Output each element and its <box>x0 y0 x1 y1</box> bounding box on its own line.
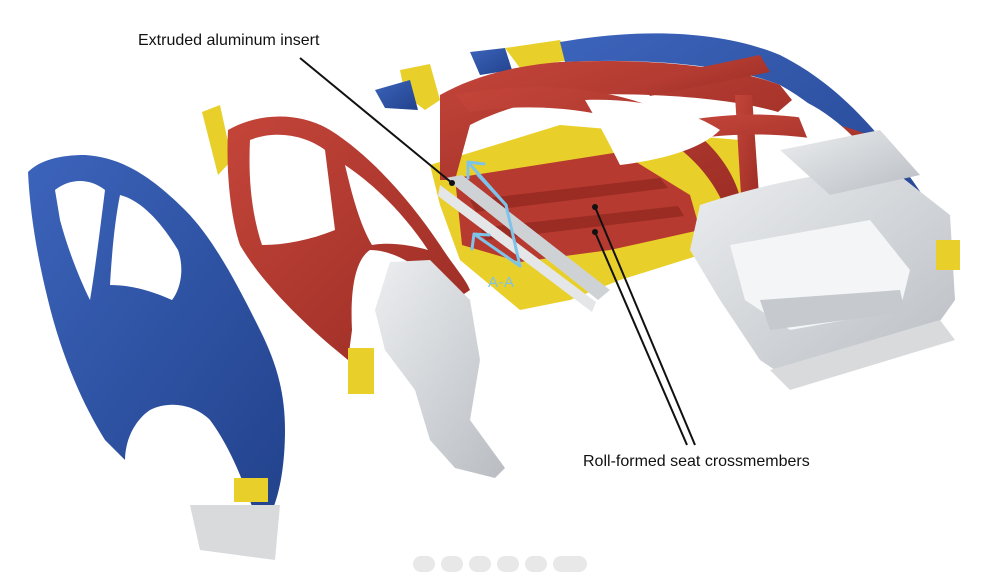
section-arrow-lower <box>470 232 522 268</box>
leader-line-insert <box>299 57 453 184</box>
watermark <box>413 556 589 572</box>
rear-wheelhouse-panel <box>375 260 505 478</box>
section-a-a-marker <box>466 160 522 268</box>
label-seat-crossmembers: Roll-formed seat crossmembers <box>583 453 810 470</box>
yellow-pillar-reinforcement <box>202 105 232 175</box>
leader-dot-insert <box>449 180 455 186</box>
body-in-white <box>375 33 960 390</box>
leader-line-crossmember-upper <box>594 206 696 446</box>
leader-dot-crossmember-upper <box>592 204 598 210</box>
leader-line-crossmember-lower <box>594 231 688 446</box>
leader-dot-crossmember-lower <box>592 229 598 235</box>
body-side-inner-frame <box>227 116 470 394</box>
body-side-outer-panel <box>28 155 285 560</box>
section-arrow-upper <box>466 160 508 207</box>
label-extruded-insert: Extruded aluminum insert <box>138 32 320 49</box>
label-section-a-a: A-A <box>488 274 515 291</box>
